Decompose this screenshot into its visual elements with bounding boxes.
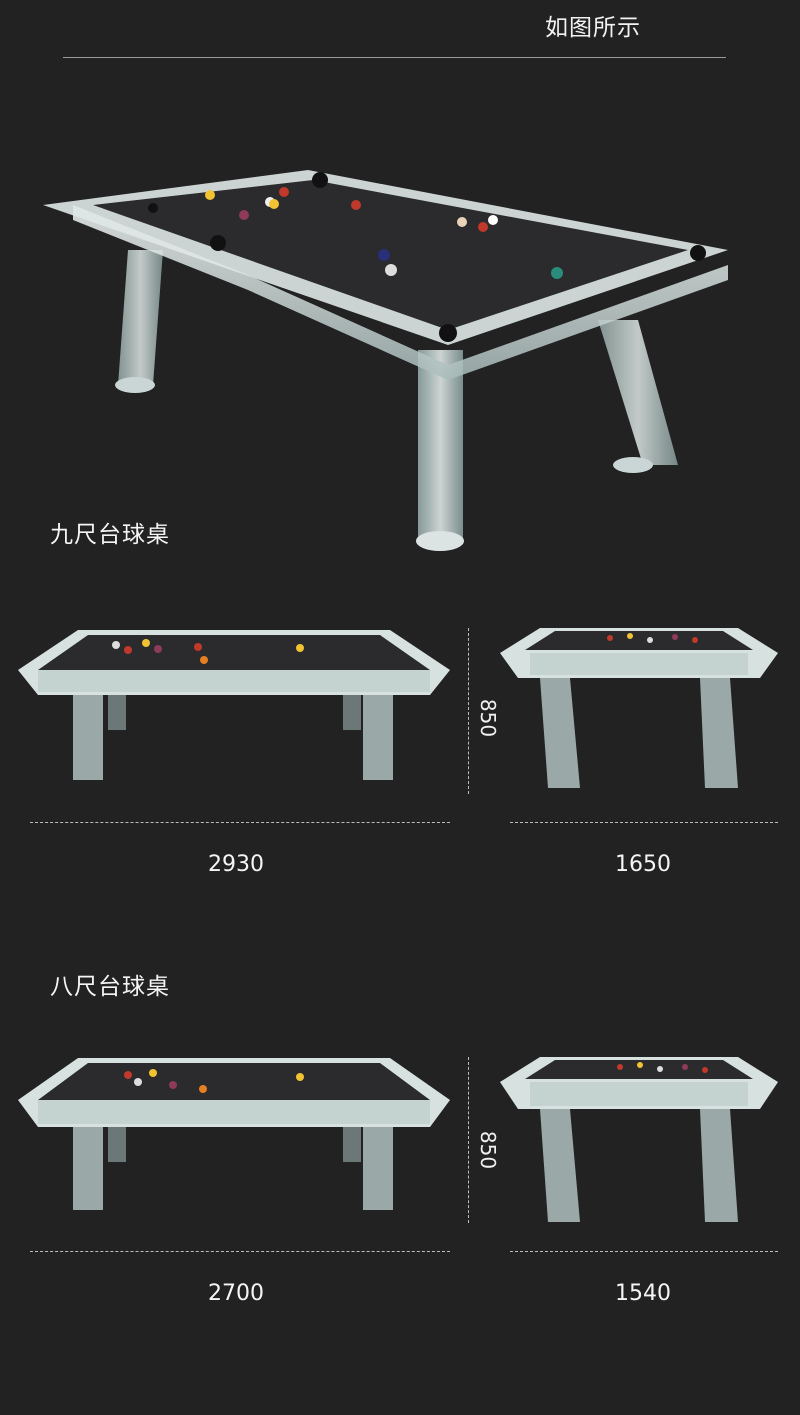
eight-foot-length-label: 2700 <box>208 1281 264 1306</box>
table-hero-image <box>38 165 738 560</box>
nine-foot-height-label: 850 <box>476 698 500 738</box>
header-divider <box>63 57 726 58</box>
eight-foot-width-label: 1540 <box>615 1281 671 1306</box>
nine-foot-length-label: 2930 <box>208 852 264 877</box>
nine-foot-width-label: 1650 <box>615 852 671 877</box>
eight-foot-side-image <box>500 1057 778 1227</box>
nine-foot-title: 九尺台球桌 <box>50 522 170 548</box>
eight-foot-height-line <box>468 1057 469 1223</box>
nine-foot-width-line <box>510 822 778 823</box>
eight-foot-length-line <box>30 1251 450 1252</box>
nine-foot-length-line <box>30 822 450 823</box>
eight-foot-title: 八尺台球桌 <box>50 974 170 1000</box>
eight-foot-front-image <box>18 1055 450 1215</box>
header-caption: 如图所示 <box>545 15 641 41</box>
nine-foot-front-image <box>18 625 450 785</box>
eight-foot-width-line <box>510 1251 778 1252</box>
nine-foot-side-image <box>500 628 778 793</box>
eight-foot-height-label: 850 <box>476 1130 500 1170</box>
nine-foot-height-line <box>468 628 469 794</box>
